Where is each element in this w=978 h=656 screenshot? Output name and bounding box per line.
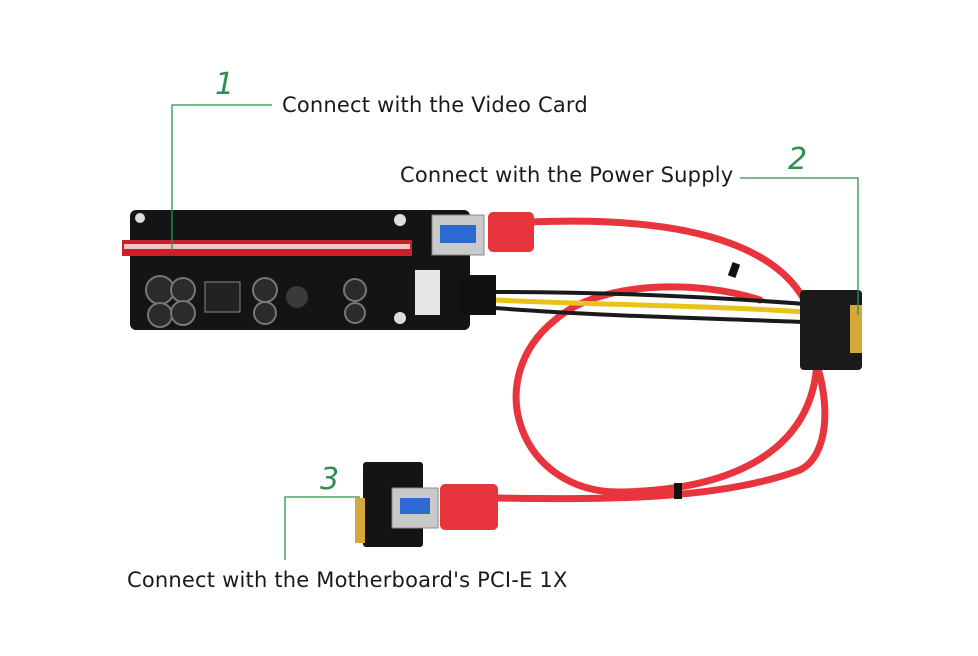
usb-port-inner [440, 225, 476, 243]
sata-power-connector [800, 290, 862, 370]
capacitor [170, 300, 196, 326]
capacitor [343, 278, 367, 302]
power-wire-yellow [494, 297, 806, 315]
callout-3-number: 3 [320, 462, 340, 497]
callout-2-leader [740, 177, 859, 315]
cable-tie [674, 483, 682, 499]
callout-3-leader [284, 496, 360, 560]
capacitor [145, 275, 175, 305]
capacitor [170, 277, 196, 303]
capacitor [344, 302, 366, 324]
pcie-16x-slot-inner [124, 244, 410, 249]
capacitor [253, 301, 277, 325]
callout-2-label: Connect with the Power Supply [400, 163, 734, 187]
callout-3-label: Connect with the Motherboard's PCI-E 1X [127, 568, 568, 592]
regulator-chip [204, 281, 241, 313]
usb-cable-lower [494, 356, 829, 503]
callout-1-label: Connect with the Video Card [282, 93, 588, 117]
pcie-1x-contacts [355, 498, 365, 543]
sata-contacts [850, 305, 862, 353]
usb-plug-red [488, 212, 534, 252]
callout-1-leader [171, 104, 272, 250]
power-wire-black [494, 306, 806, 324]
mounting-hole [394, 214, 406, 226]
capacitor [252, 277, 278, 303]
mounting-hole [135, 213, 145, 223]
mounting-hole [394, 312, 406, 324]
power-wire-black [494, 290, 806, 306]
cable-tie [727, 262, 741, 278]
usb-cable-loop [512, 217, 821, 496]
usb-port-adapter-inner [400, 498, 430, 514]
six-pin-connector [458, 275, 496, 315]
capacitor [147, 302, 173, 328]
callout-2-number: 2 [788, 142, 808, 177]
usb-plug-red [440, 484, 498, 530]
callout-1-number: 1 [215, 67, 235, 102]
inductor [286, 286, 308, 308]
molex-connector [415, 270, 440, 315]
